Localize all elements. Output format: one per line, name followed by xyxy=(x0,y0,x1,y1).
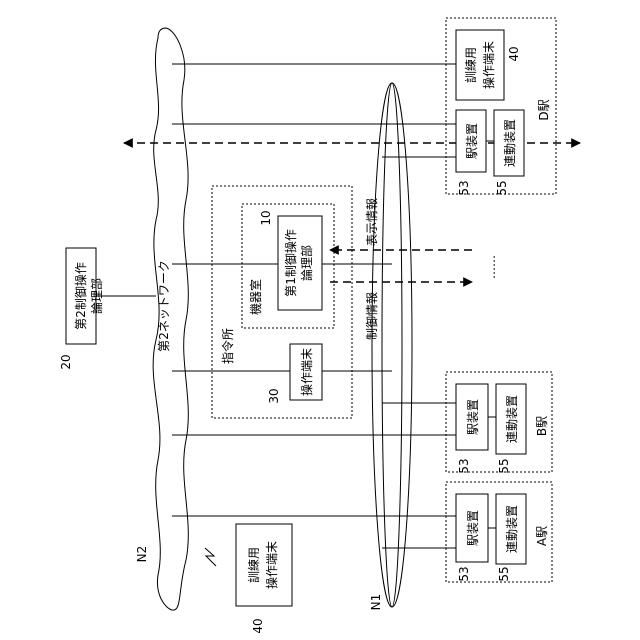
d-training-terminal-line2: 操作端末 xyxy=(481,41,496,89)
first-processor-ref: 10 xyxy=(259,210,273,225)
d-station-device-ref: 53 xyxy=(457,180,471,195)
n1-network-tag: N1 xyxy=(369,594,383,611)
first-processor-line2: 論理部 xyxy=(299,245,314,281)
a-interlock-device-label: 連動装置 xyxy=(505,505,519,553)
n1-network-ellipse xyxy=(372,83,412,607)
flow-ellipsis: ⋯⋯ xyxy=(487,255,501,279)
operation-terminal-label: 操作端末 xyxy=(299,348,314,396)
a-interlock-device-ref: 55 xyxy=(497,566,511,581)
a-station-name: A駅 xyxy=(535,526,549,546)
wireless-icon xyxy=(205,548,216,566)
training-terminal-line1: 訓練用 xyxy=(246,547,261,583)
b-station-name: B駅 xyxy=(535,416,549,436)
a-station-device-ref: 53 xyxy=(457,566,471,581)
d-interlock-device-ref: 55 xyxy=(495,180,509,195)
second-processor-ref: 20 xyxy=(59,354,73,369)
b-interlock-device-ref: 55 xyxy=(497,458,511,473)
first-processor-line1: 第1制御操作 xyxy=(283,229,298,297)
command-center-name: 指令所 xyxy=(220,328,235,364)
b-station-device-label: 駅装置 xyxy=(466,399,480,435)
training-terminal-line2: 操作端末 xyxy=(264,541,279,589)
training-terminal-ref: 40 xyxy=(251,618,265,633)
n2-network-name: 第2ネットワーク xyxy=(157,260,171,352)
a-station-device-label: 駅装置 xyxy=(466,510,480,546)
operation-terminal-ref: 30 xyxy=(267,388,281,403)
n1-network-ellipse-inner xyxy=(382,83,402,607)
b-station-device-ref: 53 xyxy=(457,458,471,473)
training-terminal-box xyxy=(236,524,292,606)
n2-network-tag: N2 xyxy=(135,546,149,563)
second-processor-line2: 論理部 xyxy=(89,278,104,314)
d-training-terminal-line1: 訓練用 xyxy=(463,47,478,83)
d-interlock-device-label: 連動装置 xyxy=(503,119,517,167)
d-training-terminal-ref: 40 xyxy=(507,46,521,61)
d-station-device-label: 駅装置 xyxy=(465,123,479,159)
display-info-label: 表示情報 xyxy=(365,198,379,246)
second-processor-line1: 第2制御操作 xyxy=(73,262,88,330)
control-info-label: 制御情報 xyxy=(364,292,379,340)
b-interlock-device-label: 連動装置 xyxy=(505,395,519,443)
d-station-name: D駅 xyxy=(537,99,551,120)
equipment-room-name: 機器室 xyxy=(248,279,263,315)
